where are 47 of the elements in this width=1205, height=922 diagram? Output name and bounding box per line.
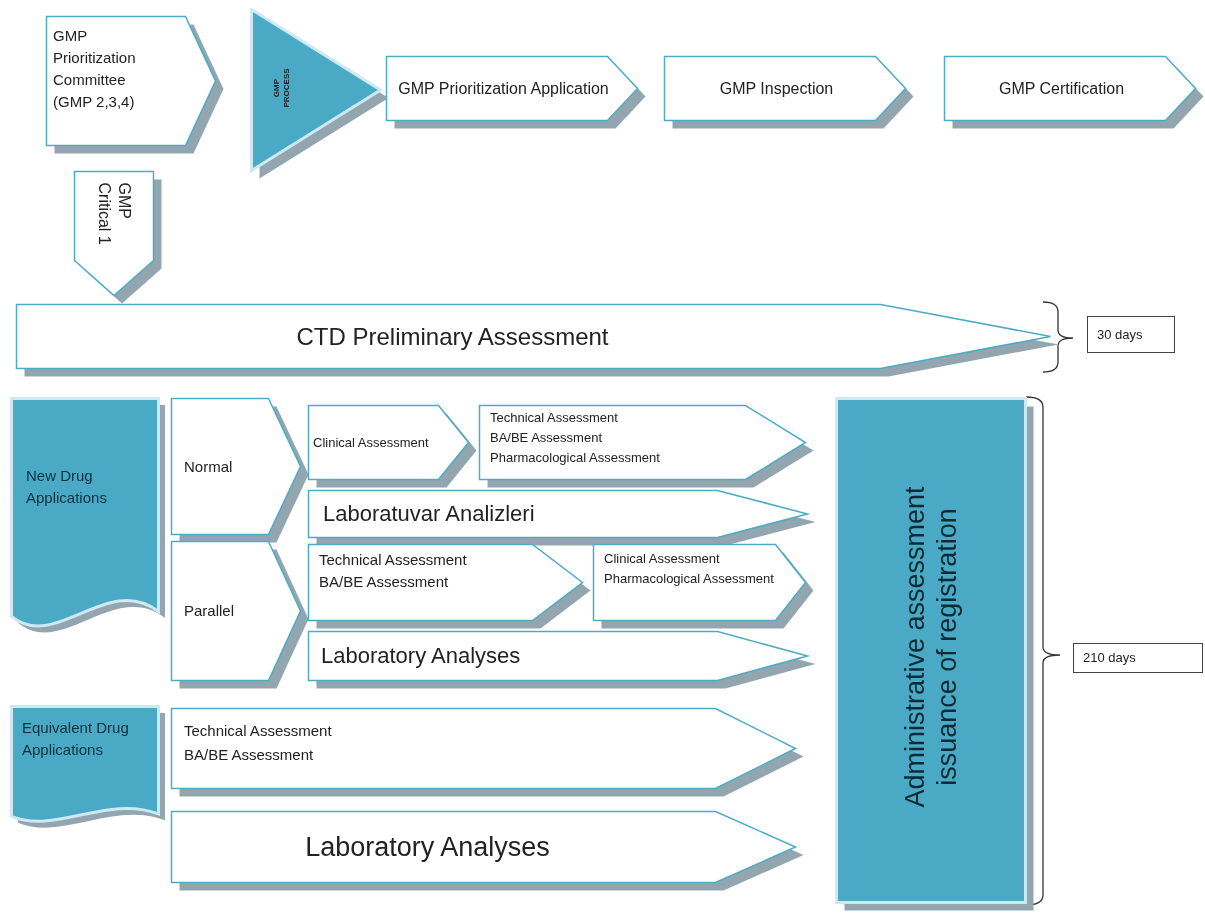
step-label: 210 days bbox=[1083, 650, 1137, 666]
step-label: Technical Assessment bbox=[490, 409, 619, 427]
step-label: Technical Assessment bbox=[184, 721, 333, 741]
step-label: Normal bbox=[184, 456, 234, 477]
step-label: GMP PROCESS bbox=[272, 67, 292, 109]
chevron-step bbox=[307, 630, 817, 690]
step-label: 30 days bbox=[1097, 326, 1144, 343]
chevron-step bbox=[170, 397, 310, 544]
step-label: Laboratory Analyses bbox=[304, 832, 551, 862]
step-label: Administrative assessment bbox=[899, 485, 931, 810]
step-label: Pharmacological Assessment bbox=[604, 570, 775, 588]
step-label: Clinical Assessment bbox=[313, 434, 430, 451]
chevron-step bbox=[307, 543, 592, 630]
duration-box bbox=[1087, 316, 1175, 353]
chevron-step bbox=[307, 404, 478, 489]
chevron-step bbox=[15, 303, 1060, 378]
step-label: BA/BE Assessment bbox=[319, 572, 450, 592]
step-label: New Drug Applications bbox=[26, 466, 108, 508]
step-label: Equivalent Drug Applications bbox=[22, 718, 130, 760]
duration-box bbox=[1073, 643, 1203, 673]
step-label: GMP Prioritization Committee (GMP 2,3,4) bbox=[53, 26, 137, 112]
chevron-step bbox=[45, 15, 225, 155]
chevron-step bbox=[170, 540, 310, 690]
step-label: Technical Assessment bbox=[319, 550, 468, 570]
step-label: Pharmacological Assessment bbox=[490, 449, 661, 467]
chevron-step bbox=[478, 404, 815, 489]
chevron-step bbox=[170, 810, 805, 892]
chevron-step bbox=[307, 489, 817, 547]
step-label: GMP Certification bbox=[997, 78, 1126, 99]
step-label: CTD Preliminary Assessment bbox=[295, 322, 610, 351]
chevron-step bbox=[663, 55, 915, 130]
step-label: GMP Critical 1 bbox=[95, 182, 134, 247]
step-label: Laboratuvar Analizleri bbox=[323, 501, 536, 527]
chevron-step bbox=[943, 55, 1205, 130]
chevron-step bbox=[592, 543, 815, 630]
step-label: Clinical Assessment bbox=[604, 550, 721, 568]
step-label: Parallel bbox=[184, 601, 236, 621]
step-label: issuance of registration bbox=[931, 507, 963, 788]
chevron-step bbox=[170, 707, 805, 798]
step-label: BA/BE Assessment bbox=[184, 745, 315, 765]
step-label: GMP Inspection bbox=[718, 78, 835, 99]
step-label: BA/BE Assessment bbox=[490, 429, 603, 447]
step-label: Laboratory Analyses bbox=[321, 643, 522, 669]
process-box bbox=[835, 397, 1035, 912]
chevron-step bbox=[73, 170, 163, 305]
step-label: GMP Prioritization Application bbox=[397, 78, 610, 99]
chevron-step bbox=[385, 55, 647, 130]
